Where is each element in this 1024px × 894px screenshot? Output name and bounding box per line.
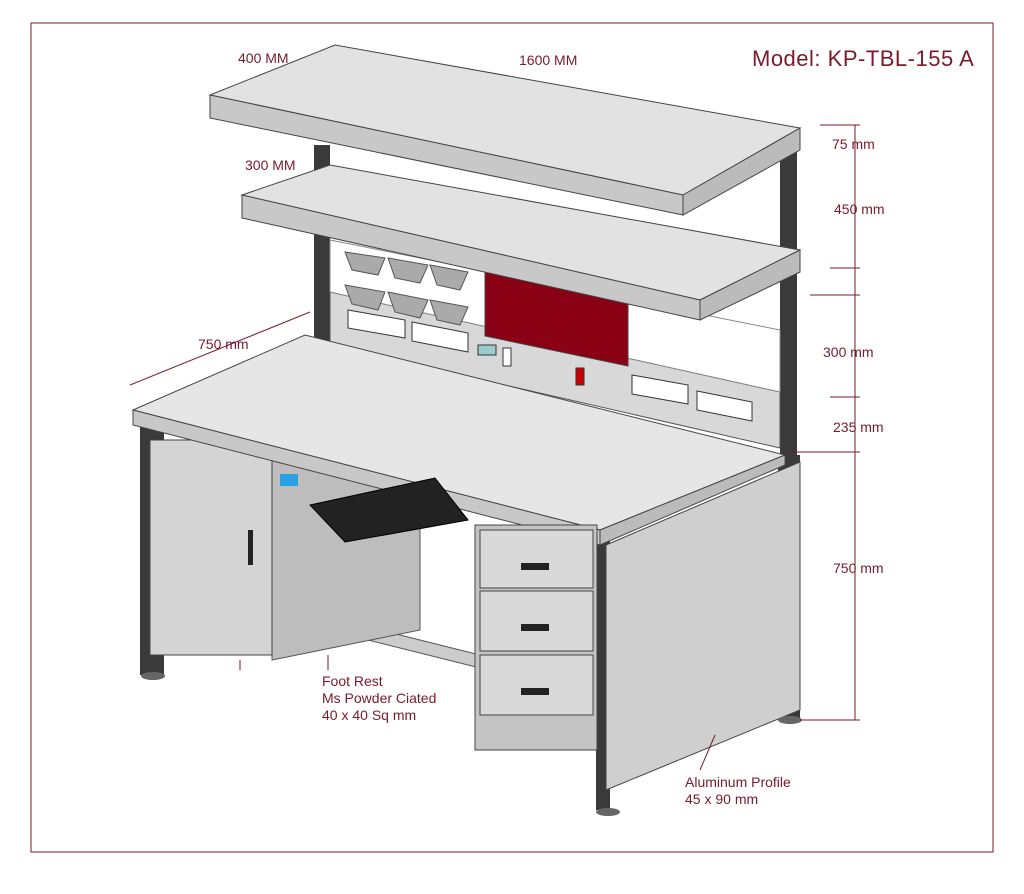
pedestal-side: [605, 461, 801, 791]
dim-h-table: 750 mm: [833, 560, 884, 576]
dim-table-depth: 750 mm: [198, 336, 249, 352]
note-line: 40 x 40 Sq mm: [322, 707, 417, 723]
model-title: Model: KP-TBL-155 A: [752, 46, 975, 71]
frame-border: [30, 22, 994, 853]
note-line: 45 x 90 mm: [685, 791, 759, 807]
storage-bins: [344, 251, 469, 326]
note-line: Ms Powder Ciated: [322, 690, 437, 706]
note-line: Foot Rest: [322, 673, 383, 689]
note-line: Aluminum Profile: [685, 774, 791, 790]
drawer-handles: [521, 563, 549, 695]
dim-width: 1600 MM: [519, 52, 578, 68]
dimension-lines: [129, 124, 860, 771]
foot-rest-note: Foot Rest Ms Powder Ciated 40 x 40 Sq mm: [322, 673, 436, 724]
dim-top-shelf-depth: 400 MM: [238, 50, 289, 66]
drawers: [479, 529, 594, 716]
blue-socket: [280, 474, 298, 486]
dim-h-shelf-gap: 450 mm: [834, 201, 885, 217]
right-upright: [780, 135, 797, 460]
power-outlets: [347, 309, 753, 422]
leveling-feet: [141, 672, 802, 816]
keyboard-tray: [309, 477, 469, 543]
dim-lower-shelf-depth: 300 MM: [245, 157, 296, 173]
profile-note: Aluminum Profile 45 x 90 mm: [685, 774, 791, 808]
dim-h-top-lip: 75 mm: [832, 136, 875, 152]
left-cabinet: [149, 439, 273, 656]
dim-h-lower: 235 mm: [833, 419, 884, 435]
cabinet-handle[interactable]: [248, 530, 253, 565]
dim-h-panel: 300 mm: [823, 344, 874, 360]
